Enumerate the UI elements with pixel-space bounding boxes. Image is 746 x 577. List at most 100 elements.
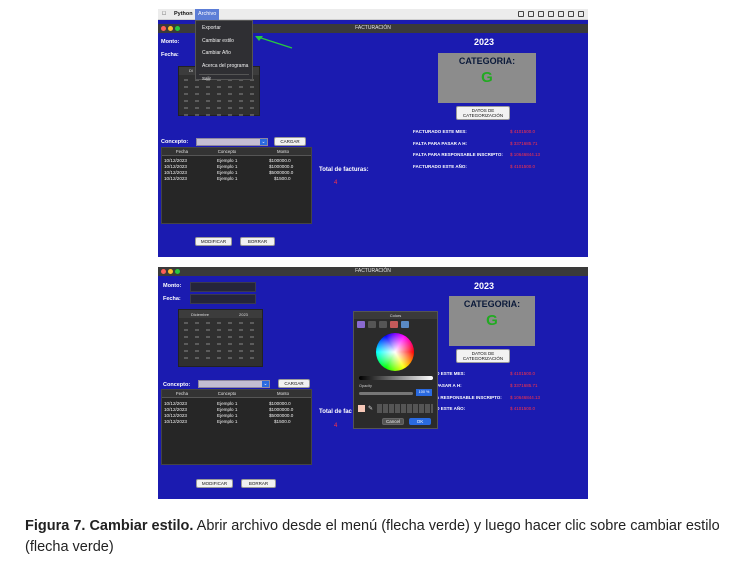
pencils-tab-icon[interactable]	[401, 321, 409, 328]
zoom-window-button[interactable]	[175, 26, 180, 31]
cargar-button[interactable]: CARGAR	[274, 137, 306, 146]
calendar-day[interactable]	[250, 93, 254, 95]
calendar-day[interactable]	[228, 357, 232, 359]
concepto-select[interactable]: ⌄	[196, 138, 268, 146]
current-color-swatch[interactable]	[358, 405, 365, 412]
calendar-day[interactable]	[184, 107, 188, 109]
control-center-icon[interactable]	[578, 11, 584, 17]
table-cell[interactable]: Ejemplo 1	[217, 158, 238, 163]
calendar-day[interactable]	[239, 336, 243, 338]
table-cell[interactable]: $100000.0	[269, 401, 291, 406]
calendar-day[interactable]	[239, 343, 243, 345]
close-window-button[interactable]	[161, 26, 166, 31]
table-cell[interactable]: 10/12/2023	[164, 170, 187, 175]
calendar-day[interactable]	[195, 93, 199, 95]
menu-item-acerca[interactable]: Acerca del programa	[202, 63, 249, 69]
cargar-button[interactable]: CARGAR	[278, 379, 310, 388]
borrar-button[interactable]: BORRAR	[240, 237, 275, 246]
modificar-button[interactable]: MODIFICAR	[195, 237, 232, 246]
calendar-day[interactable]	[195, 100, 199, 102]
calendar-day[interactable]	[250, 79, 254, 81]
calendar-day[interactable]	[206, 93, 210, 95]
calendar-day[interactable]	[250, 107, 254, 109]
calendar-day[interactable]	[228, 343, 232, 345]
calendar-day[interactable]	[206, 86, 210, 88]
table-cell[interactable]: Ejemplo 1	[217, 413, 238, 418]
table-cell[interactable]: 10/12/2023	[164, 158, 187, 163]
minimize-window-button[interactable]	[168, 26, 173, 31]
calendar-day[interactable]	[217, 107, 221, 109]
table-cell[interactable]: Ejemplo 1	[217, 407, 238, 412]
calendar-day[interactable]	[217, 350, 221, 352]
menubar-app-python[interactable]: Python	[174, 11, 193, 17]
calendar-day[interactable]	[184, 329, 188, 331]
calendar-day[interactable]	[217, 343, 221, 345]
calendar-day[interactable]	[195, 343, 199, 345]
calendar-day[interactable]	[184, 350, 188, 352]
calendar-day[interactable]	[206, 322, 210, 324]
calendar-day[interactable]	[217, 93, 221, 95]
opacity-value[interactable]: 100 %	[416, 389, 432, 396]
tray-icon[interactable]	[518, 11, 524, 17]
modificar-button[interactable]: MODIFICAR	[196, 479, 233, 488]
calendar-day[interactable]	[217, 114, 221, 116]
menu-item-cambiar-estilo[interactable]: Cambiar estilo	[202, 38, 234, 44]
calendar-day[interactable]	[184, 100, 188, 102]
calendar-day[interactable]	[228, 336, 232, 338]
borrar-button[interactable]: BORRAR	[241, 479, 276, 488]
calendar-day[interactable]	[184, 336, 188, 338]
table-cell[interactable]: Ejemplo 1	[217, 176, 238, 181]
calendar-day[interactable]	[206, 114, 210, 116]
table-cell[interactable]: Ejemplo 1	[217, 419, 238, 424]
calendar-day[interactable]	[217, 336, 221, 338]
calendar-day[interactable]	[217, 100, 221, 102]
calendar-day[interactable]	[184, 114, 188, 116]
calendar-day[interactable]	[239, 322, 243, 324]
calendar-day[interactable]	[228, 322, 232, 324]
table-cell[interactable]: $1500.0	[274, 176, 291, 181]
sliders-tab-icon[interactable]	[368, 321, 376, 328]
table-cell[interactable]: 10/12/2023	[164, 419, 187, 424]
table-cell[interactable]: $1500.0	[274, 419, 291, 424]
calendar-day[interactable]	[239, 107, 243, 109]
calendar-day[interactable]	[228, 79, 232, 81]
picker-cancel-button[interactable]: Cancel	[382, 418, 404, 425]
calendar-day[interactable]	[250, 114, 254, 116]
table-cell[interactable]: Ejemplo 1	[217, 164, 238, 169]
table-cell[interactable]: $5000000.0	[269, 170, 294, 175]
calendar-day[interactable]	[239, 93, 243, 95]
calendar-day[interactable]	[250, 350, 254, 352]
calendar-day[interactable]	[206, 343, 210, 345]
calendar-day[interactable]	[184, 79, 188, 81]
calendar-day[interactable]	[239, 329, 243, 331]
palettes-tab-icon[interactable]	[379, 321, 387, 328]
table-cell[interactable]: Ejemplo 1	[217, 401, 238, 406]
table-cell[interactable]: Ejemplo 1	[217, 170, 238, 175]
calendar-day[interactable]	[184, 322, 188, 324]
apple-icon[interactable]: 	[162, 9, 166, 20]
calendar-day[interactable]	[217, 357, 221, 359]
menu-item-cambiar-ano[interactable]: Cambiar Año	[202, 50, 231, 56]
menu-item-salir[interactable]: Salir	[202, 76, 212, 81]
table-cell[interactable]: $1000000.0	[269, 407, 294, 412]
calendar-day[interactable]	[239, 100, 243, 102]
table-cell[interactable]: $5000000.0	[269, 413, 294, 418]
calendar-day[interactable]	[195, 329, 199, 331]
calendar-day[interactable]	[239, 350, 243, 352]
datos-categorizacion-button[interactable]: DATOS DE CATEGORIZACIÓN	[456, 349, 510, 363]
battery-icon[interactable]	[558, 11, 564, 17]
table-cell[interactable]: 10/12/2023	[164, 413, 187, 418]
concepto-select[interactable]: ⌄	[198, 380, 270, 388]
datos-categorizacion-button[interactable]: DATOS DE CATEGORIZACIÓN	[456, 106, 510, 120]
table-cell[interactable]: 10/12/2023	[164, 176, 187, 181]
calendar-day[interactable]	[217, 329, 221, 331]
calendar-day[interactable]	[250, 343, 254, 345]
calendar-day[interactable]	[195, 336, 199, 338]
calendar-day[interactable]	[184, 86, 188, 88]
calendar-day[interactable]	[228, 100, 232, 102]
calendar-day[interactable]	[228, 114, 232, 116]
image-palettes-tab-icon[interactable]	[390, 321, 398, 328]
picker-ok-button[interactable]: OK	[409, 418, 431, 425]
calendar-day[interactable]	[228, 93, 232, 95]
calendar-day[interactable]	[217, 322, 221, 324]
